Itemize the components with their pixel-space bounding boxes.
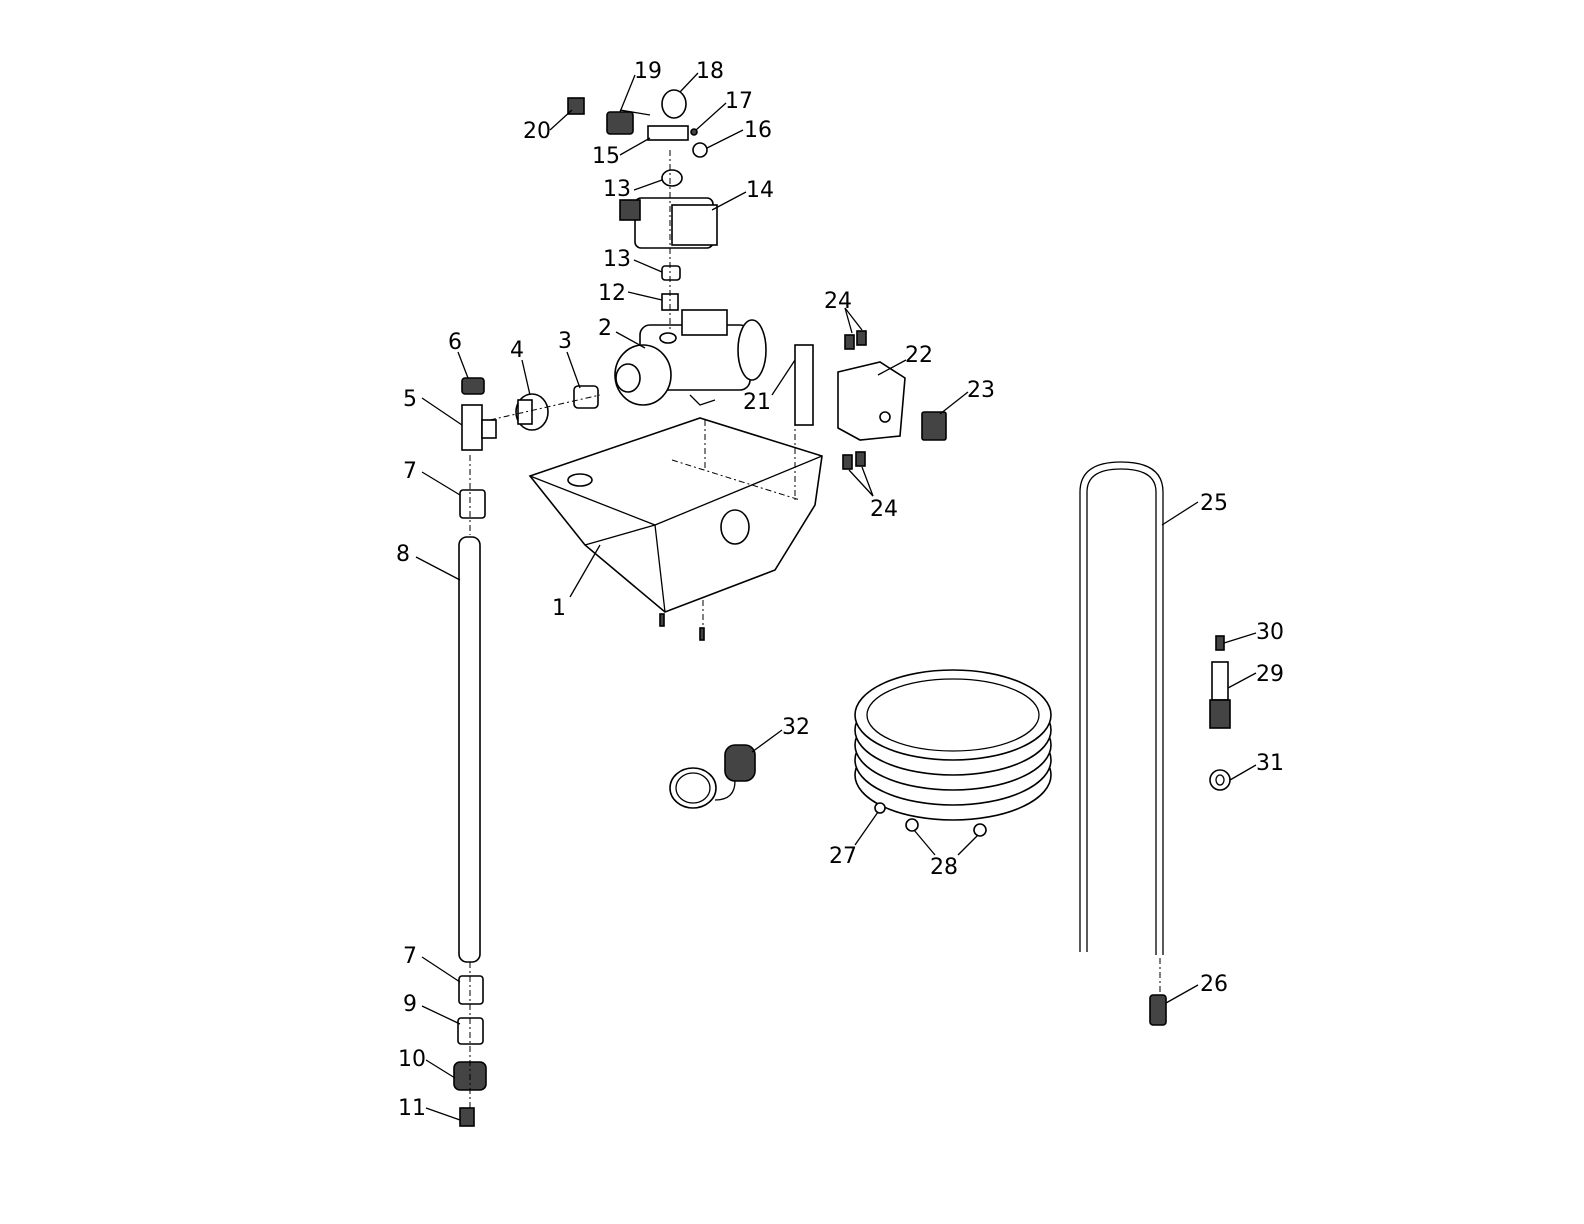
part-25-tube [1079, 461, 1164, 955]
part-23-terminal [921, 411, 947, 441]
label-27: 27 [829, 844, 857, 869]
leader-lines [415, 72, 1257, 1121]
part-24-glands [842, 330, 867, 470]
label-28: 28 [930, 855, 958, 880]
label-24-bottom: 24 [870, 497, 898, 522]
label-1: 1 [552, 596, 566, 621]
part-21-bracket [794, 344, 814, 426]
label-2: 2 [598, 316, 612, 341]
label-21: 21 [743, 390, 771, 415]
label-8: 8 [396, 542, 410, 567]
part-30-nozzle [1215, 635, 1225, 651]
label-32: 32 [782, 715, 810, 740]
label-5: 5 [403, 387, 417, 412]
label-7-bottom: 7 [403, 944, 417, 969]
part-19-ball-valve [606, 109, 651, 135]
part-27-coil-hose [854, 669, 1052, 821]
label-29: 29 [1256, 662, 1284, 687]
part-32-float-switch [669, 744, 756, 809]
label-16: 16 [744, 118, 772, 143]
label-13-top: 13 [603, 177, 631, 202]
label-30: 30 [1256, 620, 1284, 645]
label-12: 12 [598, 281, 626, 306]
label-20: 20 [523, 119, 551, 144]
part-4-union [515, 393, 549, 431]
label-3: 3 [558, 329, 572, 354]
label-7-top: 7 [403, 459, 417, 484]
label-18: 18 [696, 59, 724, 84]
label-23: 23 [967, 378, 995, 403]
label-11: 11 [398, 1096, 426, 1121]
part-2-pump [614, 309, 767, 406]
part-13-fitting-bottom [661, 265, 681, 281]
part-29-filter [1209, 661, 1231, 729]
label-19: 19 [634, 59, 662, 84]
label-10: 10 [398, 1047, 426, 1072]
part-18-gauge [661, 89, 687, 119]
part-14-pressure-control [619, 197, 718, 249]
label-22: 22 [905, 343, 933, 368]
part-31-washer [1209, 769, 1231, 791]
label-24-top: 24 [824, 289, 852, 314]
label-13-bottom: 13 [603, 247, 631, 272]
part-6-cap [461, 377, 485, 395]
part-8-pipe [458, 536, 481, 963]
part-5-tee [461, 404, 497, 451]
part-28-clamps [905, 818, 987, 837]
part-11-strainer [459, 1107, 475, 1127]
part-7-fitting-bottom [458, 975, 484, 1005]
label-31: 31 [1256, 751, 1284, 776]
label-6: 6 [448, 330, 462, 355]
label-26: 26 [1200, 972, 1228, 997]
part-labels: 1 2 3 4 5 6 7 7 8 9 10 11 12 13 13 14 15… [396, 59, 1284, 1121]
label-4: 4 [510, 338, 524, 363]
label-14: 14 [746, 178, 774, 203]
label-9: 9 [403, 992, 417, 1017]
part-7-fitting-top [459, 489, 486, 519]
label-17: 17 [725, 89, 753, 114]
part-22-switch-box [837, 361, 906, 441]
part-1-base-tray [528, 417, 823, 641]
part-26-connector [1149, 994, 1167, 1026]
part-15-tee [647, 125, 689, 141]
label-25: 25 [1200, 491, 1228, 516]
part-3-nipple [573, 385, 599, 409]
part-16-plug [692, 142, 708, 158]
label-15: 15 [592, 144, 620, 169]
part-17-nut [690, 128, 698, 136]
part-13-fitting-top [661, 169, 683, 187]
